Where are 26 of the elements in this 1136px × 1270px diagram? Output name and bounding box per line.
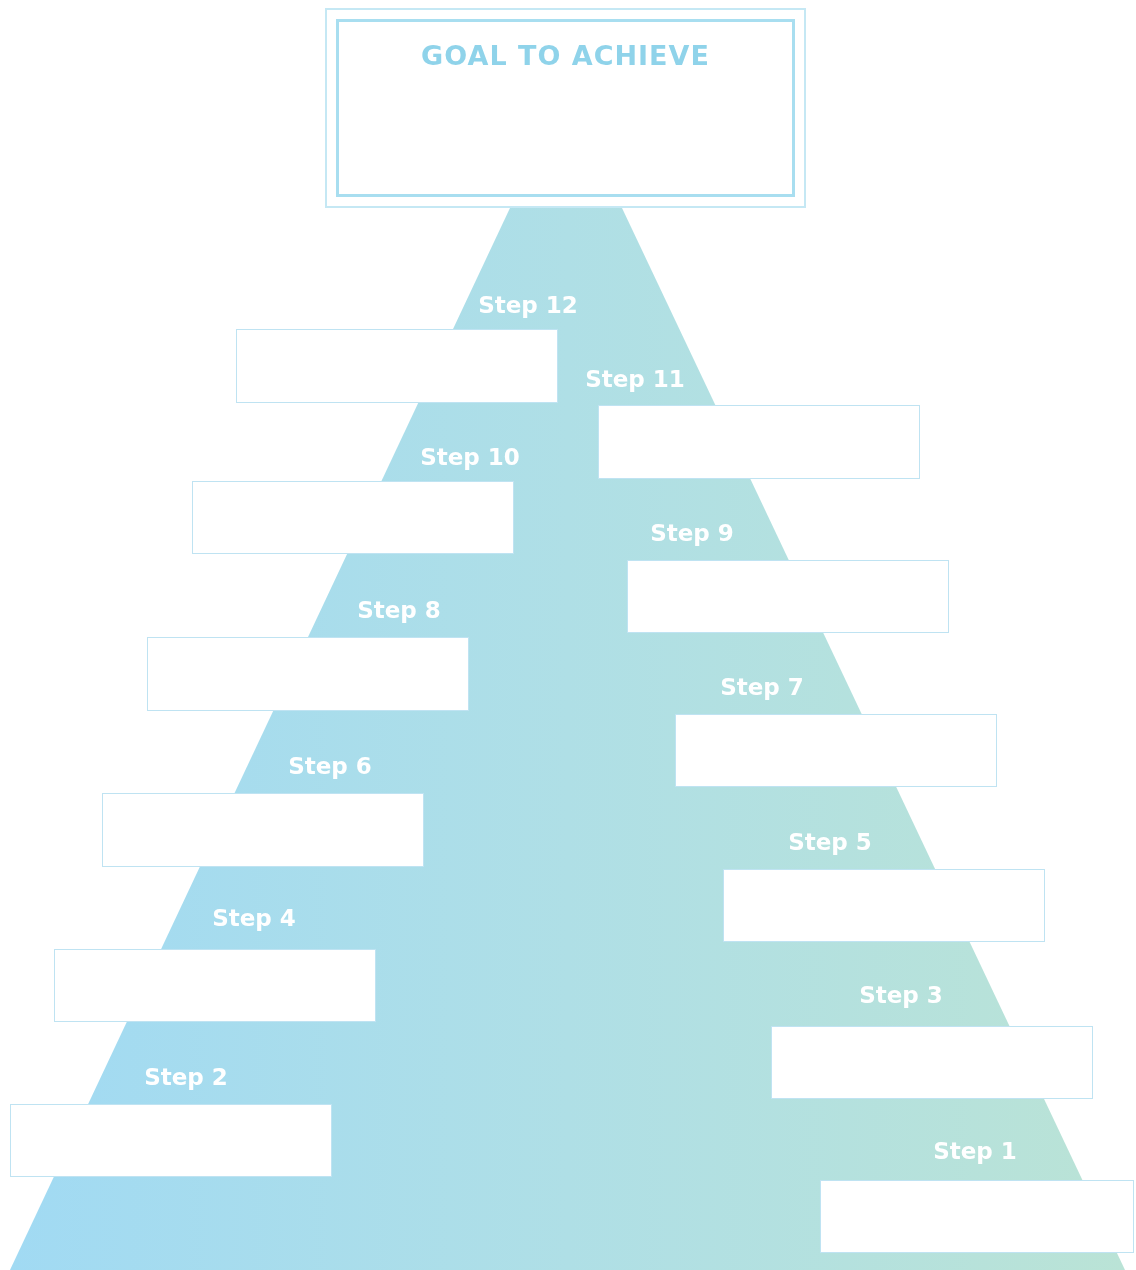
answer-box [598, 405, 920, 479]
answer-box [54, 949, 376, 1022]
answer-box [627, 560, 949, 633]
goal-box [325, 8, 806, 208]
step-label: Step 6 [288, 753, 372, 779]
step-label: Step 4 [212, 905, 296, 931]
answer-box [675, 714, 997, 787]
answer-box [820, 1180, 1134, 1253]
goal-heading: GOAL TO ACHIEVE [421, 40, 710, 71]
answer-box [10, 1104, 332, 1177]
step-label: Step 12 [478, 292, 578, 318]
answer-box [102, 793, 424, 867]
step-label: Step 1 [933, 1138, 1017, 1164]
answer-box [723, 869, 1045, 942]
answer-box [771, 1026, 1093, 1099]
answer-box [192, 481, 514, 554]
step-label: Step 8 [357, 597, 441, 623]
step-label: Step 9 [650, 520, 734, 546]
step-label: Step 3 [859, 982, 943, 1008]
answer-box [147, 637, 469, 711]
step-label: Step 10 [420, 444, 520, 470]
step-label: Step 7 [720, 674, 804, 700]
answer-box [236, 329, 558, 403]
step-label: Step 5 [788, 829, 872, 855]
step-label: Step 2 [144, 1064, 228, 1090]
step-label: Step 11 [585, 366, 685, 392]
